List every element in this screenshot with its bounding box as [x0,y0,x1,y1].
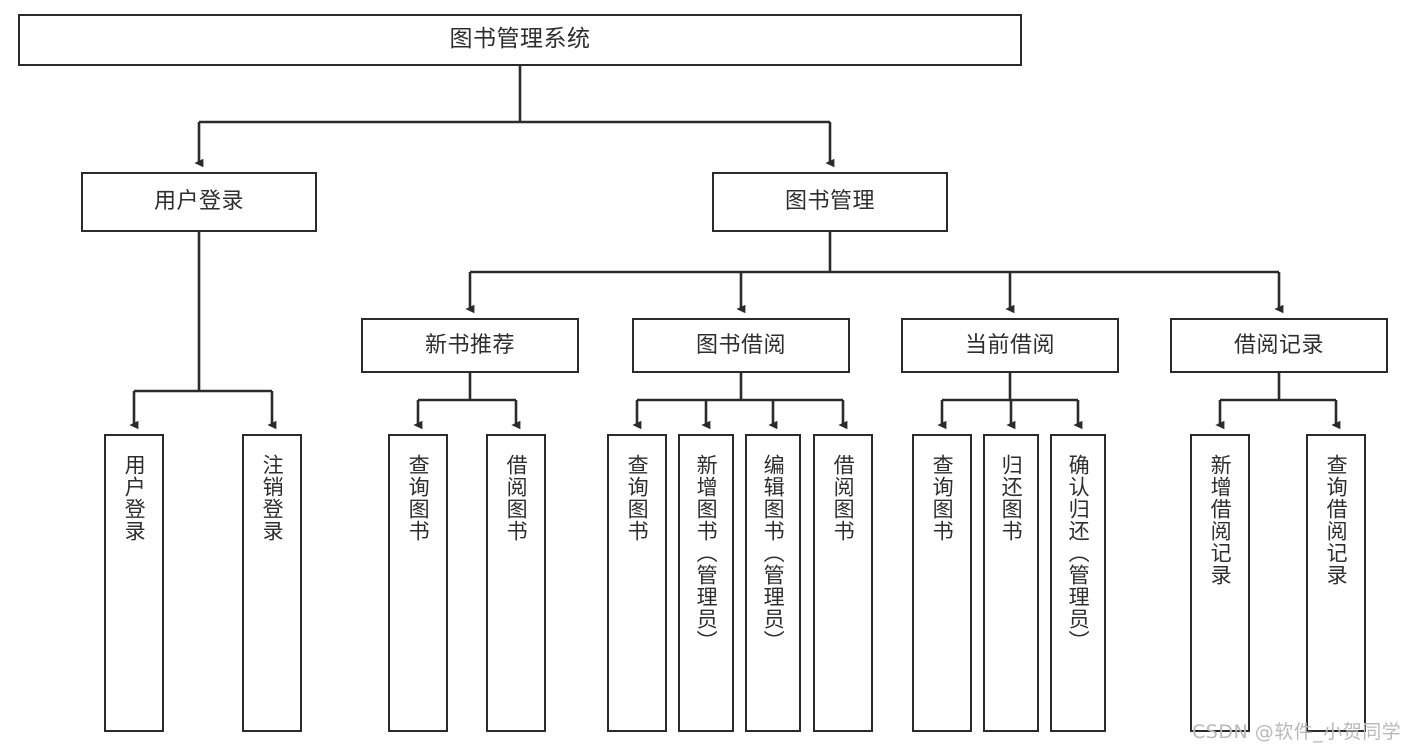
node-new-book-recommend[interactable]: 新书推荐 [361,318,579,373]
node-label: 新书推荐 [424,332,515,358]
node-leaf-user-login[interactable]: 用户登录 [104,434,164,732]
node-label: 编辑图书（管理员） [761,454,786,652]
node-leaf-return-book[interactable]: 归还图书 [983,434,1039,732]
node-leaf-borrow-book-a[interactable]: 借阅图书 [486,434,546,732]
node-label: 用户登录 [153,189,244,215]
edges-bookborrow-to-leaves [632,373,848,430]
edges-newbook-to-leaves [413,373,521,430]
node-label: 查询图书 [930,454,955,542]
node-label: 查询图书 [625,454,650,542]
node-current-borrow[interactable]: 当前借阅 [901,318,1119,373]
node-label: 借阅图书 [831,454,856,542]
node-label: 注销登录 [260,454,285,542]
node-label: 借阅记录 [1233,332,1324,358]
edges-currentborrow-to-leaves [937,373,1083,430]
node-book-manage[interactable]: 图书管理 [712,172,948,232]
csdn-watermark: CSDN @软件_小贺同学 [1192,721,1402,743]
node-label: 新增图书（管理员） [694,454,719,652]
node-label: 当前借阅 [964,332,1055,358]
edges-borrowrecord-to-leaves [1215,373,1341,430]
node-leaf-query-book-b[interactable]: 查询图书 [607,434,667,732]
node-label: 查询图书 [406,454,431,542]
node-leaf-query-borrow-record[interactable]: 查询借阅记录 [1306,434,1366,732]
node-label: 图书管理系统 [449,26,591,53]
node-leaf-borrow-book-b[interactable]: 借阅图书 [813,434,873,732]
node-leaf-logout[interactable]: 注销登录 [242,434,302,732]
node-leaf-query-book-a[interactable]: 查询图书 [388,434,448,732]
node-label: 查询借阅记录 [1324,454,1349,586]
node-label: 用户登录 [122,454,147,542]
node-user-login[interactable]: 用户登录 [81,172,317,232]
node-label: 新增借阅记录 [1208,454,1233,586]
node-root-system[interactable]: 图书管理系统 [18,14,1022,66]
node-label: 图书管理 [784,189,875,215]
node-leaf-query-book-c[interactable]: 查询图书 [912,434,972,732]
node-book-borrow[interactable]: 图书借阅 [632,318,850,373]
node-label: 确认归还（管理员） [1066,454,1091,652]
edges-userlogin-to-leaves [129,232,277,430]
node-label: 借阅图书 [504,454,529,542]
node-leaf-confirm-return[interactable]: 确认归还（管理员） [1050,434,1106,732]
edges-root-to-level2 [194,66,835,168]
node-label: 图书借阅 [695,332,786,358]
node-label: 归还图书 [999,454,1024,542]
node-leaf-add-book[interactable]: 新增图书（管理员） [678,434,734,732]
node-borrow-record[interactable]: 借阅记录 [1170,318,1388,373]
node-leaf-add-borrow-record[interactable]: 新增借阅记录 [1190,434,1250,732]
node-leaf-edit-book[interactable]: 编辑图书（管理员） [745,434,801,732]
edges-bookmanage-to-level3 [465,232,1284,314]
